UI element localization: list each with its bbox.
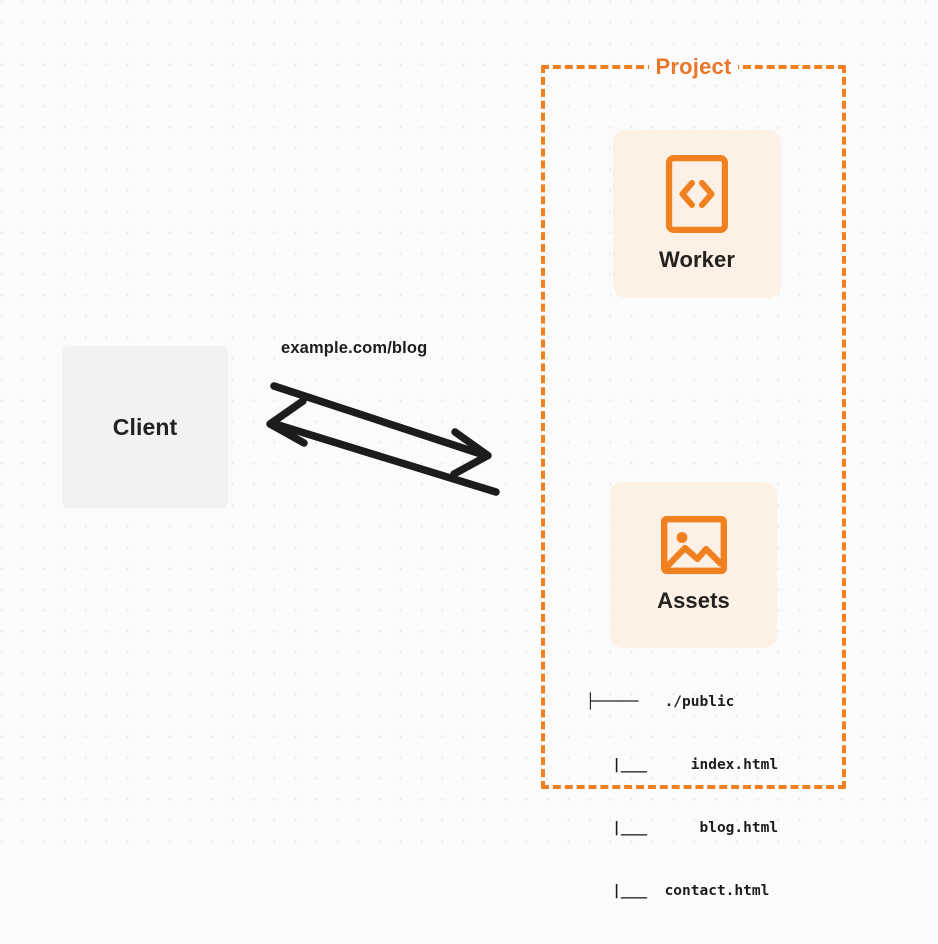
project-container: Project: [541, 54, 846, 789]
client-node[interactable]: Client: [62, 346, 228, 508]
file-tree-row: ├───── ./public: [586, 694, 735, 710]
request-arrow: [270, 382, 492, 478]
worker-label: Worker: [659, 247, 735, 272]
code-brackets-icon: [665, 154, 728, 234]
file-tree-row: |___ contact.html: [586, 883, 770, 899]
request-url-label: example.com/blog: [281, 339, 428, 357]
diagram-canvas: Client example.com/blog Project Worker: [62, 54, 846, 899]
client-label: Client: [112, 413, 178, 440]
assets-file-tree: ├───── ./public |___ index.html |___ blo…: [586, 650, 778, 944]
file-tree-row: |___ blog.html: [586, 820, 779, 836]
worker-card[interactable]: Worker: [613, 130, 781, 298]
assets-card[interactable]: Assets: [610, 482, 777, 648]
image-icon: [660, 516, 727, 574]
assets-label: Assets: [657, 588, 730, 613]
response-arrow: [266, 397, 500, 496]
file-tree-row: |___ index.html: [586, 757, 779, 773]
project-title: Project: [648, 54, 739, 80]
